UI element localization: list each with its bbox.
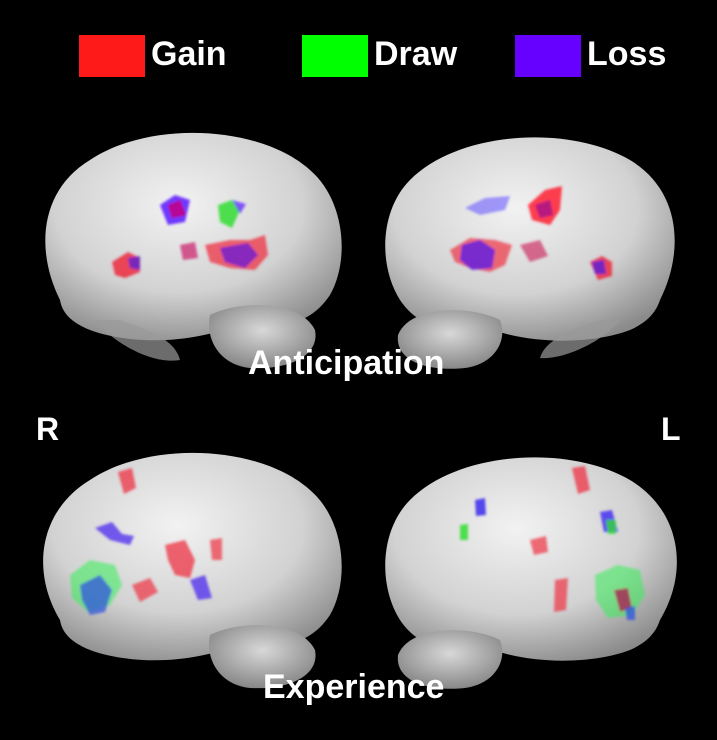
brain-right-experience <box>43 452 342 689</box>
legend-label-draw: Draw <box>374 35 458 73</box>
brain-left-anticipation <box>385 137 675 369</box>
legend-label-loss: Loss <box>587 35 667 73</box>
legend-label-gain: Gain <box>151 35 227 73</box>
brain-left-experience <box>385 457 677 689</box>
section-title-anticipation: Anticipation <box>248 344 445 382</box>
brain-right-anticipation <box>45 132 342 369</box>
legend-swatch-draw <box>302 35 368 77</box>
hemisphere-label-left: L <box>661 411 681 447</box>
legend-swatch-gain <box>79 35 145 77</box>
legend-swatch-loss <box>515 35 581 77</box>
hemisphere-label-right: R <box>36 411 60 447</box>
section-title-experience: Experience <box>263 668 445 706</box>
